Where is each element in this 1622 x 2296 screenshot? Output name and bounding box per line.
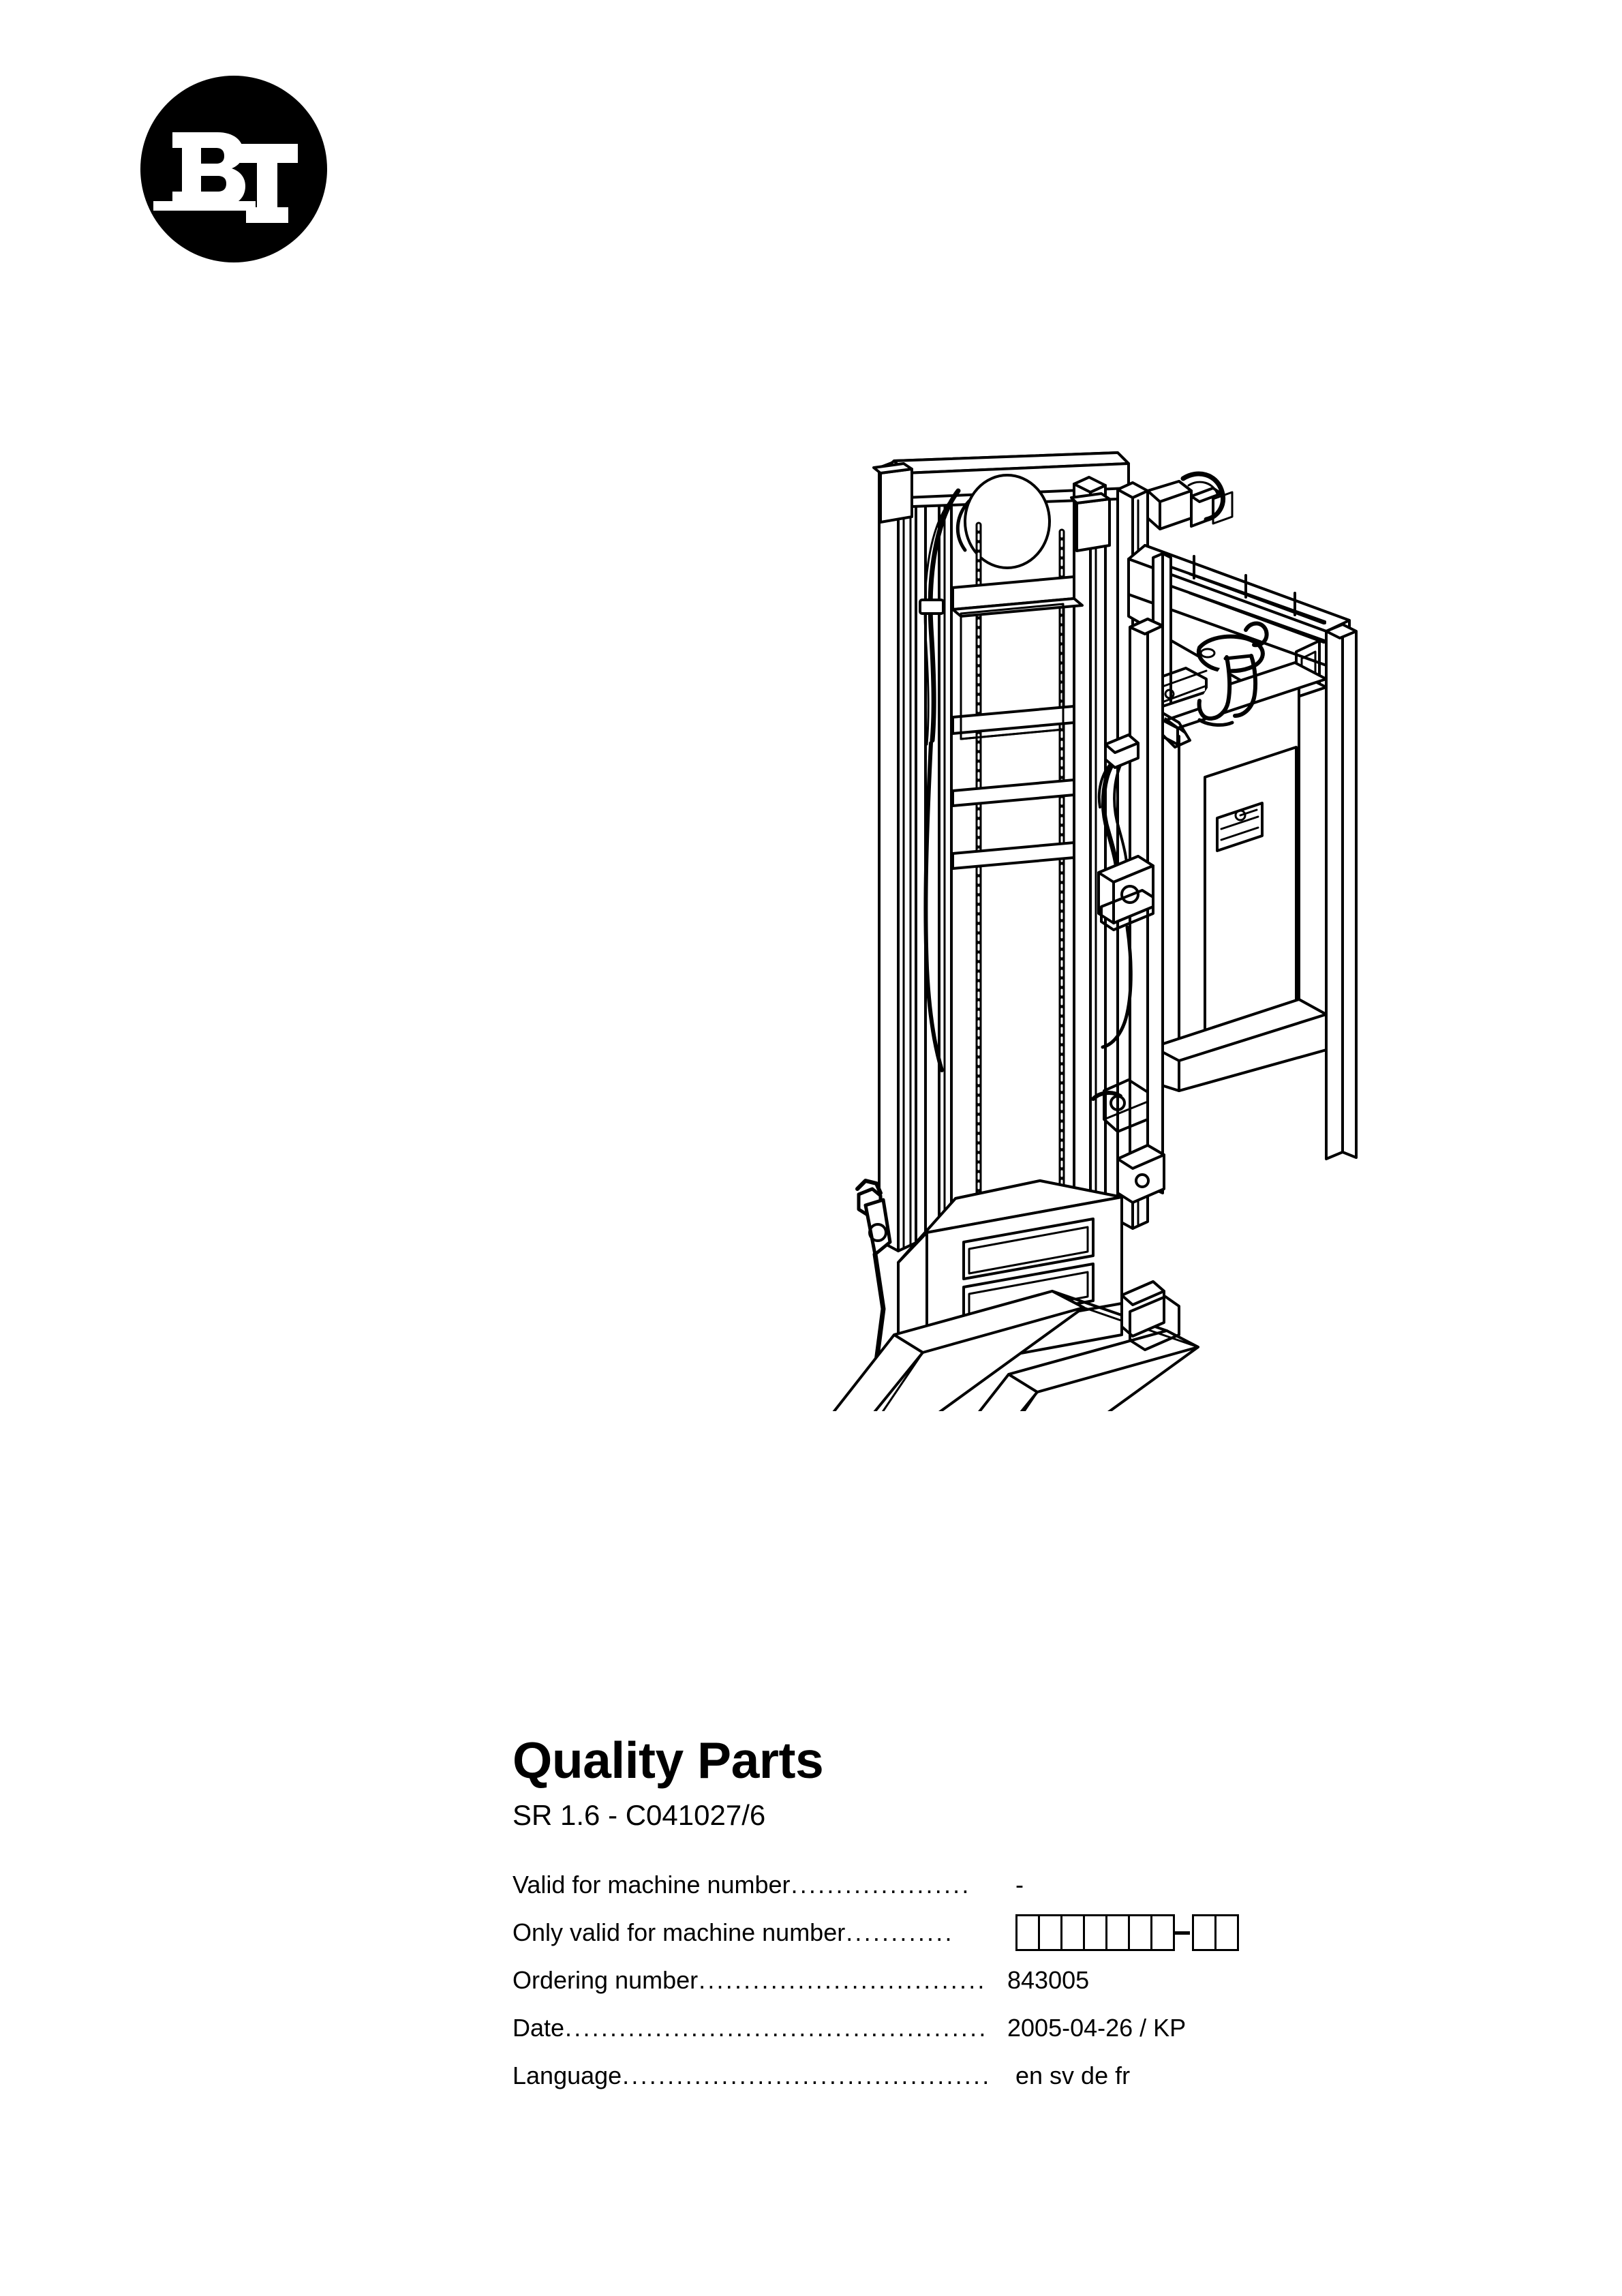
info-label-cell: Valid for machine number ...............… [512,1861,990,1909]
reach-truck-illustration [641,436,1363,1411]
info-value-cell: 2005-04-26 / KP [990,2004,1385,2052]
page-title: Quality Parts [512,1732,824,1789]
machine-number-box[interactable] [1105,1914,1130,1951]
info-label-cell: Date ...................................… [512,2004,990,2052]
document-info-table: Valid for machine number ...............… [512,1861,1385,2100]
info-row-ordering-number: Ordering number ........................… [512,1957,1385,2004]
machine-number-box[interactable] [1214,1914,1239,1951]
info-label: Ordering number [512,1966,699,1994]
machine-number-box[interactable] [1083,1914,1107,1951]
info-label-cell: Language ...............................… [512,2052,990,2100]
info-label-cell: Ordering number ........................… [512,1957,990,2004]
leader-dots: ........................................… [622,2064,990,2088]
info-row-valid-for-machine-number: Valid for machine number ...............… [512,1861,1385,1909]
info-row-date: Date ...................................… [512,2004,1385,2052]
machine-number-entry-boxes[interactable] [1007,1914,1385,1951]
leader-dots: ........................................… [565,2016,990,2040]
info-value: 843005 [1007,1966,1090,1994]
info-label: Only valid for machine number [512,1918,846,1946]
machine-number-separator-dash [1175,1931,1190,1935]
machine-number-box[interactable] [1060,1914,1085,1951]
machine-number-box[interactable] [1192,1914,1216,1951]
reach-truck-line-drawing-icon [832,451,1358,1411]
info-row-only-valid-for-machine-number: Only valid for machine number ..........… [512,1909,1385,1957]
machine-number-box[interactable] [1038,1914,1062,1951]
info-value: 2005-04-26 / KP [1007,2014,1187,2042]
leader-dots: .................... [791,1873,971,1897]
leader-dots: ................................ [699,1968,987,1993]
info-value-cell: 843005 [990,1957,1385,2004]
info-value-cell: en sv de fr [990,2052,1385,2100]
info-label: Valid for machine number [512,1871,791,1899]
info-value: - [1015,1871,1024,1899]
info-value-cell: - [990,1861,1385,1909]
info-label: Date [512,2014,565,2042]
model-designation: SR 1.6 - C041027/6 [512,1799,766,1831]
bt-roundel-icon [140,76,327,262]
cover-text-block: Quality Parts SR 1.6 - C041027/6 Valid f… [512,1735,1385,2100]
info-row-language: Language ...............................… [512,2052,1385,2100]
machine-number-box[interactable] [1150,1914,1175,1951]
info-value-cell [990,1909,1385,1957]
leader-dots: ............ [846,1920,954,1945]
info-value: en sv de fr [1015,2061,1131,2089]
info-label-cell: Only valid for machine number ..........… [512,1909,990,1957]
info-label: Language [512,2061,622,2089]
bt-logo [140,75,328,263]
machine-number-box[interactable] [1128,1914,1152,1951]
machine-number-box[interactable] [1015,1914,1040,1951]
